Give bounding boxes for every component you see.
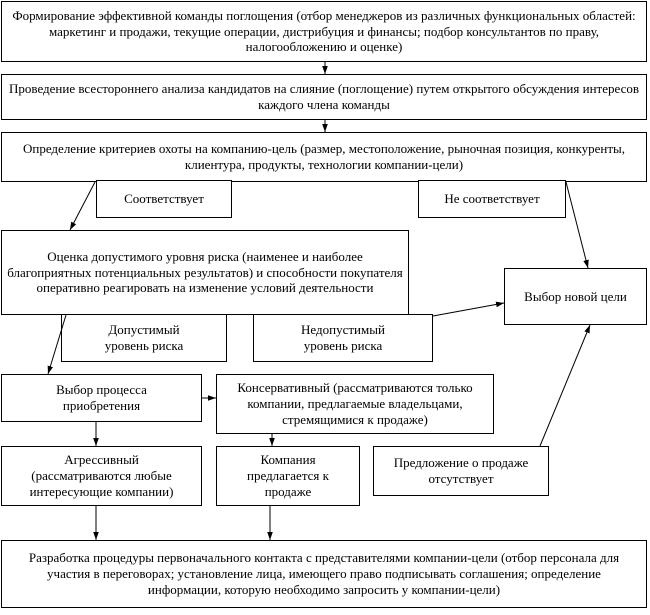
box-acquisition-process: Выбор процесса приобретения — [1, 374, 202, 422]
box-aggressive: Агрессивный (рассматриваются любые интер… — [1, 446, 202, 506]
box-conservative: Консервативный (рассматриваются только к… — [216, 374, 494, 434]
arrow-criteria-to-new-target — [565, 181, 589, 269]
label-matches: Соответствует — [96, 180, 232, 218]
box-contact-procedure: Разработка процедуры первоначального кон… — [1, 540, 647, 608]
box-no-offer: Предложение о продаже отсутствует — [373, 446, 549, 496]
arrow-criteria-to-risk — [69, 181, 96, 231]
arrow-no-offer-to-new-target — [539, 324, 591, 447]
label-unacceptable-risk: Недопустимый уровень риска — [253, 314, 433, 362]
box-risk-assessment: Оценка допустимого уровня риска (наимене… — [1, 230, 409, 315]
label-not-matches: Не соответствует — [418, 180, 566, 218]
box-team-formation: Формирование эффективной команды поглоще… — [1, 1, 647, 62]
arrow-unacceptable-to-new-target — [432, 301, 505, 317]
box-candidate-analysis: Проведение всестороннего анализа кандида… — [1, 74, 647, 120]
label-acceptable-risk: Допустимый уровень риска — [61, 314, 227, 362]
box-target-criteria: Определение критериев охоты на компанию-… — [1, 132, 647, 182]
arrow-risk-to-process — [47, 314, 67, 375]
box-company-offered: Компания предлагается к продаже — [216, 446, 360, 506]
box-new-target: Выбор новой цели — [504, 268, 647, 325]
